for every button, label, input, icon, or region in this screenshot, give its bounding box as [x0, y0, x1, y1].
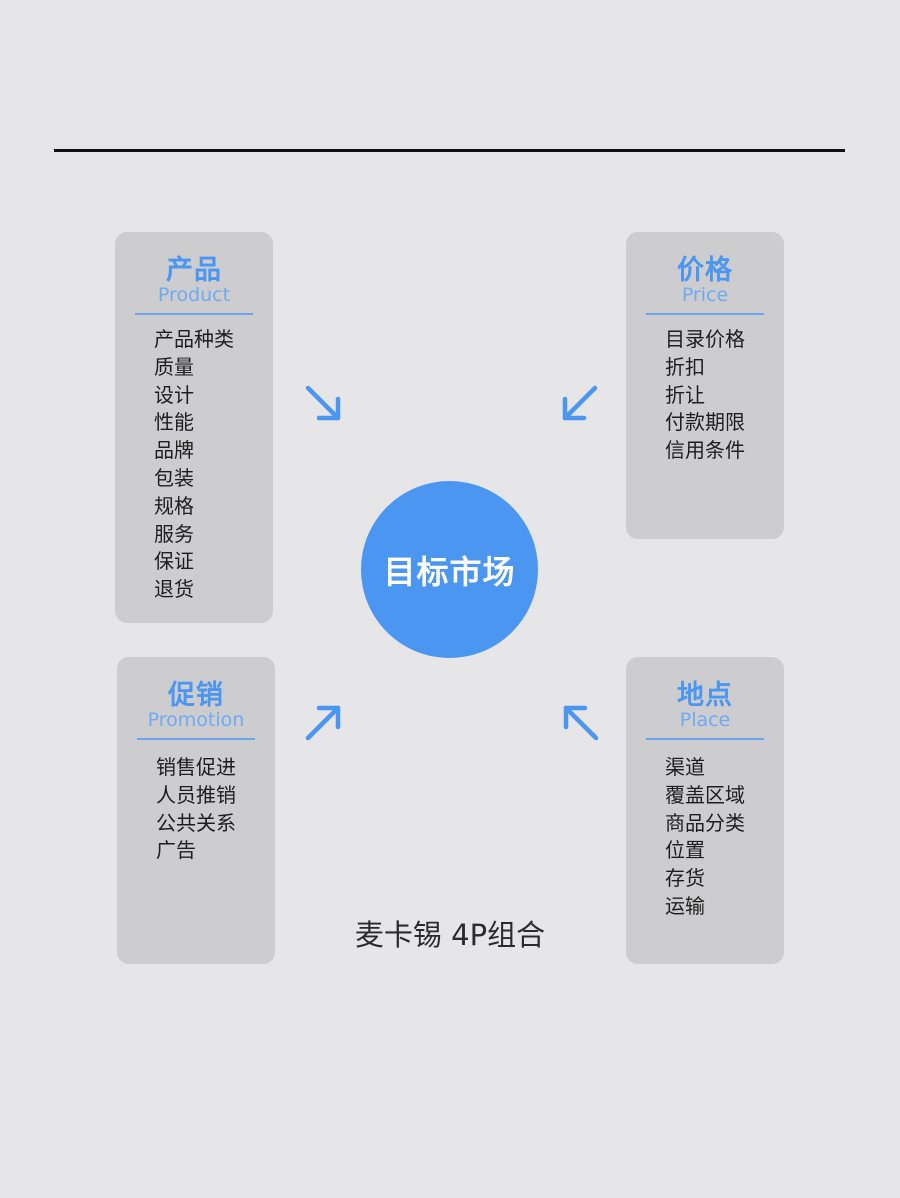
card-title: 产品	[166, 255, 222, 286]
list-item: 品牌	[154, 438, 194, 463]
arrow-up-left-icon	[563, 705, 599, 741]
target-market-circle: 目标市场	[361, 481, 538, 658]
card-subtitle: Product	[157, 284, 231, 306]
list-item: 销售促进	[156, 755, 236, 779]
list-item: 公共关系	[156, 810, 236, 835]
card-item-list: 目录价格 折扣 折让 付款期限 信用条件	[665, 326, 745, 465]
list-item: 广告	[156, 838, 196, 863]
card-subtitle: Price	[681, 284, 729, 306]
list-item: 包装	[154, 465, 194, 490]
card-title: 地点	[677, 680, 733, 711]
list-item: 服务	[154, 521, 194, 546]
list-item: 人员推销	[156, 782, 236, 807]
list-item: 渠道	[665, 755, 705, 779]
card-title: 价格	[677, 255, 733, 286]
list-item: 性能	[154, 410, 194, 435]
list-item: 存货	[665, 866, 705, 891]
card-place: 地点 Place 渠道 覆盖区域 商品分类 位置 存货 运输	[626, 657, 784, 964]
target-market-label: 目标市场	[383, 552, 516, 591]
list-item: 位置	[665, 838, 705, 863]
list-item: 付款期限	[665, 410, 745, 435]
list-item: 产品种类	[154, 327, 234, 351]
card-divider	[646, 738, 764, 740]
arrow-up-right-icon	[305, 705, 341, 741]
arrow-down-right-icon	[305, 385, 341, 421]
diagram-caption: 麦卡锡 4P组合	[354, 918, 546, 952]
card-promotion: 促销 Promotion 销售促进 人员推销 公共关系 广告	[117, 657, 275, 964]
card-item-list: 产品种类 质量 设计 性能 品牌 包装 规格 服务 保证 退货	[154, 326, 234, 604]
list-item: 覆盖区域	[665, 782, 745, 807]
list-item: 设计	[154, 382, 194, 407]
card-item-list: 渠道 覆盖区域 商品分类 位置 存货 运输	[665, 754, 745, 921]
card-item-list: 销售促进 人员推销 公共关系 广告	[156, 754, 236, 865]
arrow-down-left-icon	[562, 385, 598, 421]
list-item: 保证	[154, 549, 194, 574]
card-divider	[137, 738, 255, 740]
card-price: 价格 Price 目录价格 折扣 折让 付款期限 信用条件	[626, 232, 784, 539]
card-title: 促销	[168, 680, 224, 711]
list-item: 规格	[154, 493, 194, 518]
top-divider	[54, 149, 845, 152]
list-item: 目录价格	[665, 327, 745, 351]
card-divider	[646, 313, 764, 315]
card-divider	[135, 313, 253, 315]
card-subtitle: Promotion	[147, 709, 245, 731]
list-item: 运输	[665, 893, 705, 918]
card-product: 产品 Product 产品种类 质量 设计 性能 品牌 包装 规格 服务 保证 …	[115, 232, 273, 623]
list-item: 折扣	[665, 354, 705, 379]
list-item: 质量	[154, 354, 194, 379]
list-item: 退货	[154, 577, 194, 602]
list-item: 商品分类	[665, 810, 745, 835]
list-item: 信用条件	[665, 438, 745, 463]
list-item: 折让	[665, 382, 705, 407]
card-subtitle: Place	[679, 709, 731, 731]
